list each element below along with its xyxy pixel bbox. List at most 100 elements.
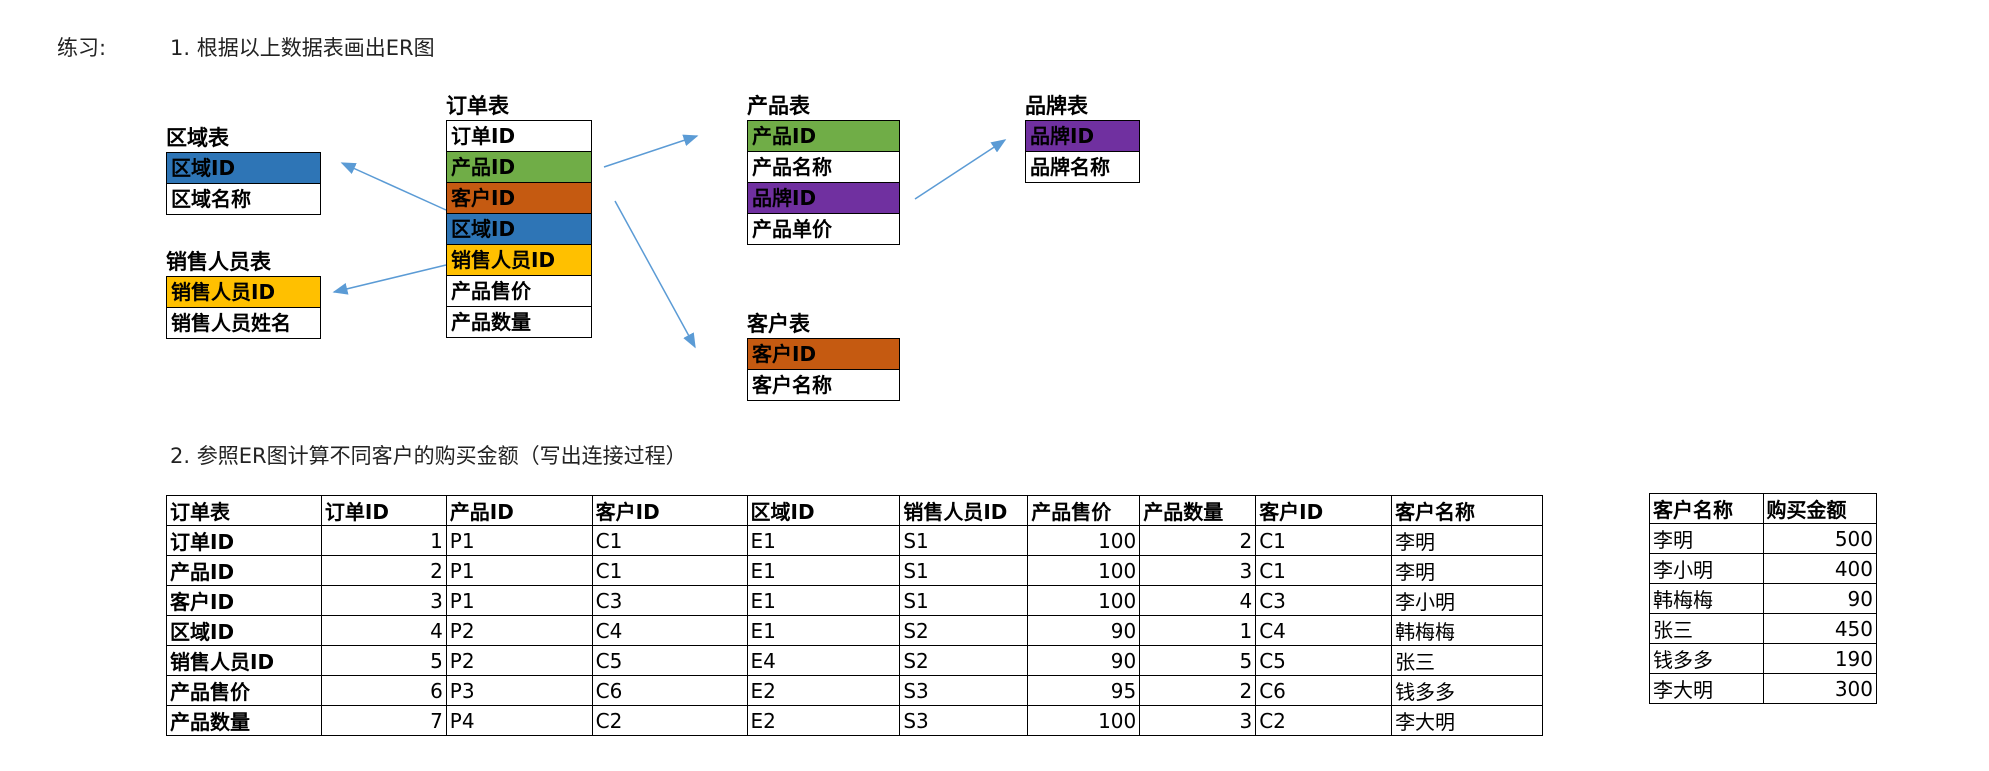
table-cell: 2 <box>320 555 447 586</box>
table-cell: 100 <box>1027 525 1141 556</box>
table-cell: P2 <box>445 615 593 646</box>
table-cell: 90 <box>1762 583 1877 614</box>
table-cell: P1 <box>445 525 593 556</box>
er-table-title: 区域表 <box>166 126 229 150</box>
column-header: 客户名称 <box>1649 493 1764 524</box>
table-cell: 李小明 <box>1649 553 1764 584</box>
table-cell: 3 <box>1139 705 1257 736</box>
table-cell: 韩梅梅 <box>1391 615 1543 646</box>
er-table-title: 销售人员表 <box>166 250 271 274</box>
table-cell: 订单ID <box>166 525 322 556</box>
column-header: 区域ID <box>746 495 901 526</box>
table-cell: C6 <box>591 675 748 706</box>
table-cell: 产品数量 <box>166 705 322 736</box>
er-field: 品牌ID <box>748 183 899 214</box>
table-cell: S1 <box>899 555 1029 586</box>
table-cell: 500 <box>1762 523 1877 554</box>
table-cell: 190 <box>1762 643 1877 674</box>
column-header: 客户ID <box>1255 495 1393 526</box>
table-cell: C3 <box>1255 585 1393 616</box>
er-field: 区域ID <box>167 153 320 184</box>
er-table-title: 客户表 <box>747 312 810 336</box>
table-cell: C2 <box>1255 705 1393 736</box>
table-cell: P1 <box>445 555 593 586</box>
table-cell: C1 <box>591 525 748 556</box>
column-header: 订单ID <box>320 495 447 526</box>
table-cell: 1 <box>1139 615 1257 646</box>
table-cell: 300 <box>1762 673 1877 704</box>
table-cell: 5 <box>1139 645 1257 676</box>
er-field: 产品ID <box>447 152 591 183</box>
table-cell: E1 <box>746 615 901 646</box>
table-cell: 400 <box>1762 553 1877 584</box>
er-field: 品牌ID <box>1026 121 1139 152</box>
er-field: 产品名称 <box>748 152 899 183</box>
column-header: 产品数量 <box>1139 495 1257 526</box>
column-header: 客户名称 <box>1391 495 1543 526</box>
column-header: 销售人员ID <box>899 495 1029 526</box>
table-cell: 李明 <box>1649 523 1764 554</box>
er-field: 品牌名称 <box>1030 155 1110 179</box>
table-header-row: 客户名称购买金额 <box>1649 493 1877 524</box>
column-header: 客户ID <box>591 495 748 526</box>
table-cell: S2 <box>899 615 1029 646</box>
table-cell: 张三 <box>1391 645 1543 676</box>
table-cell: 区域ID <box>166 615 322 646</box>
table-cell: S1 <box>899 585 1029 616</box>
er-field: 销售人员ID <box>167 277 320 308</box>
er-table-title: 订单表 <box>446 94 509 118</box>
table-cell: 3 <box>320 585 447 616</box>
arrow-order-to-region <box>340 162 447 211</box>
table-cell: S3 <box>899 675 1029 706</box>
table-cell: 100 <box>1027 705 1141 736</box>
table-cell: C5 <box>1255 645 1393 676</box>
table-cell: 李明 <box>1391 525 1543 556</box>
table-cell: 产品ID <box>166 555 322 586</box>
table-cell: P4 <box>445 705 593 736</box>
table-cell: 钱多多 <box>1391 675 1543 706</box>
column-header: 订单表 <box>166 495 322 526</box>
arrow-product-to-brand <box>914 139 1007 200</box>
table-cell: 李大明 <box>1649 673 1764 704</box>
table-cell: 3 <box>1139 555 1257 586</box>
table-cell: 6 <box>320 675 447 706</box>
table-cell: S3 <box>899 705 1029 736</box>
arrow-order-to-customer <box>614 200 696 349</box>
table-cell: 1 <box>320 525 447 556</box>
table-cell: E1 <box>746 585 901 616</box>
table-cell: S2 <box>899 645 1029 676</box>
table-cell: E2 <box>746 705 901 736</box>
exercise-label: 练习: <box>57 36 107 60</box>
table-cell: 李明 <box>1391 555 1543 586</box>
table-cell: C6 <box>1255 675 1393 706</box>
table-cell: S1 <box>899 525 1029 556</box>
task-2-text: 2. 参照ER图计算不同客户的购买金额（写出连接过程） <box>170 444 687 468</box>
arrow-order-to-sales <box>332 264 447 295</box>
table-cell: E2 <box>746 675 901 706</box>
er-field: 产品售价 <box>447 276 591 307</box>
er-field: 客户ID <box>447 183 591 214</box>
er-field-list: 品牌ID 品牌名称 <box>1025 120 1140 183</box>
table-cell: C5 <box>591 645 748 676</box>
